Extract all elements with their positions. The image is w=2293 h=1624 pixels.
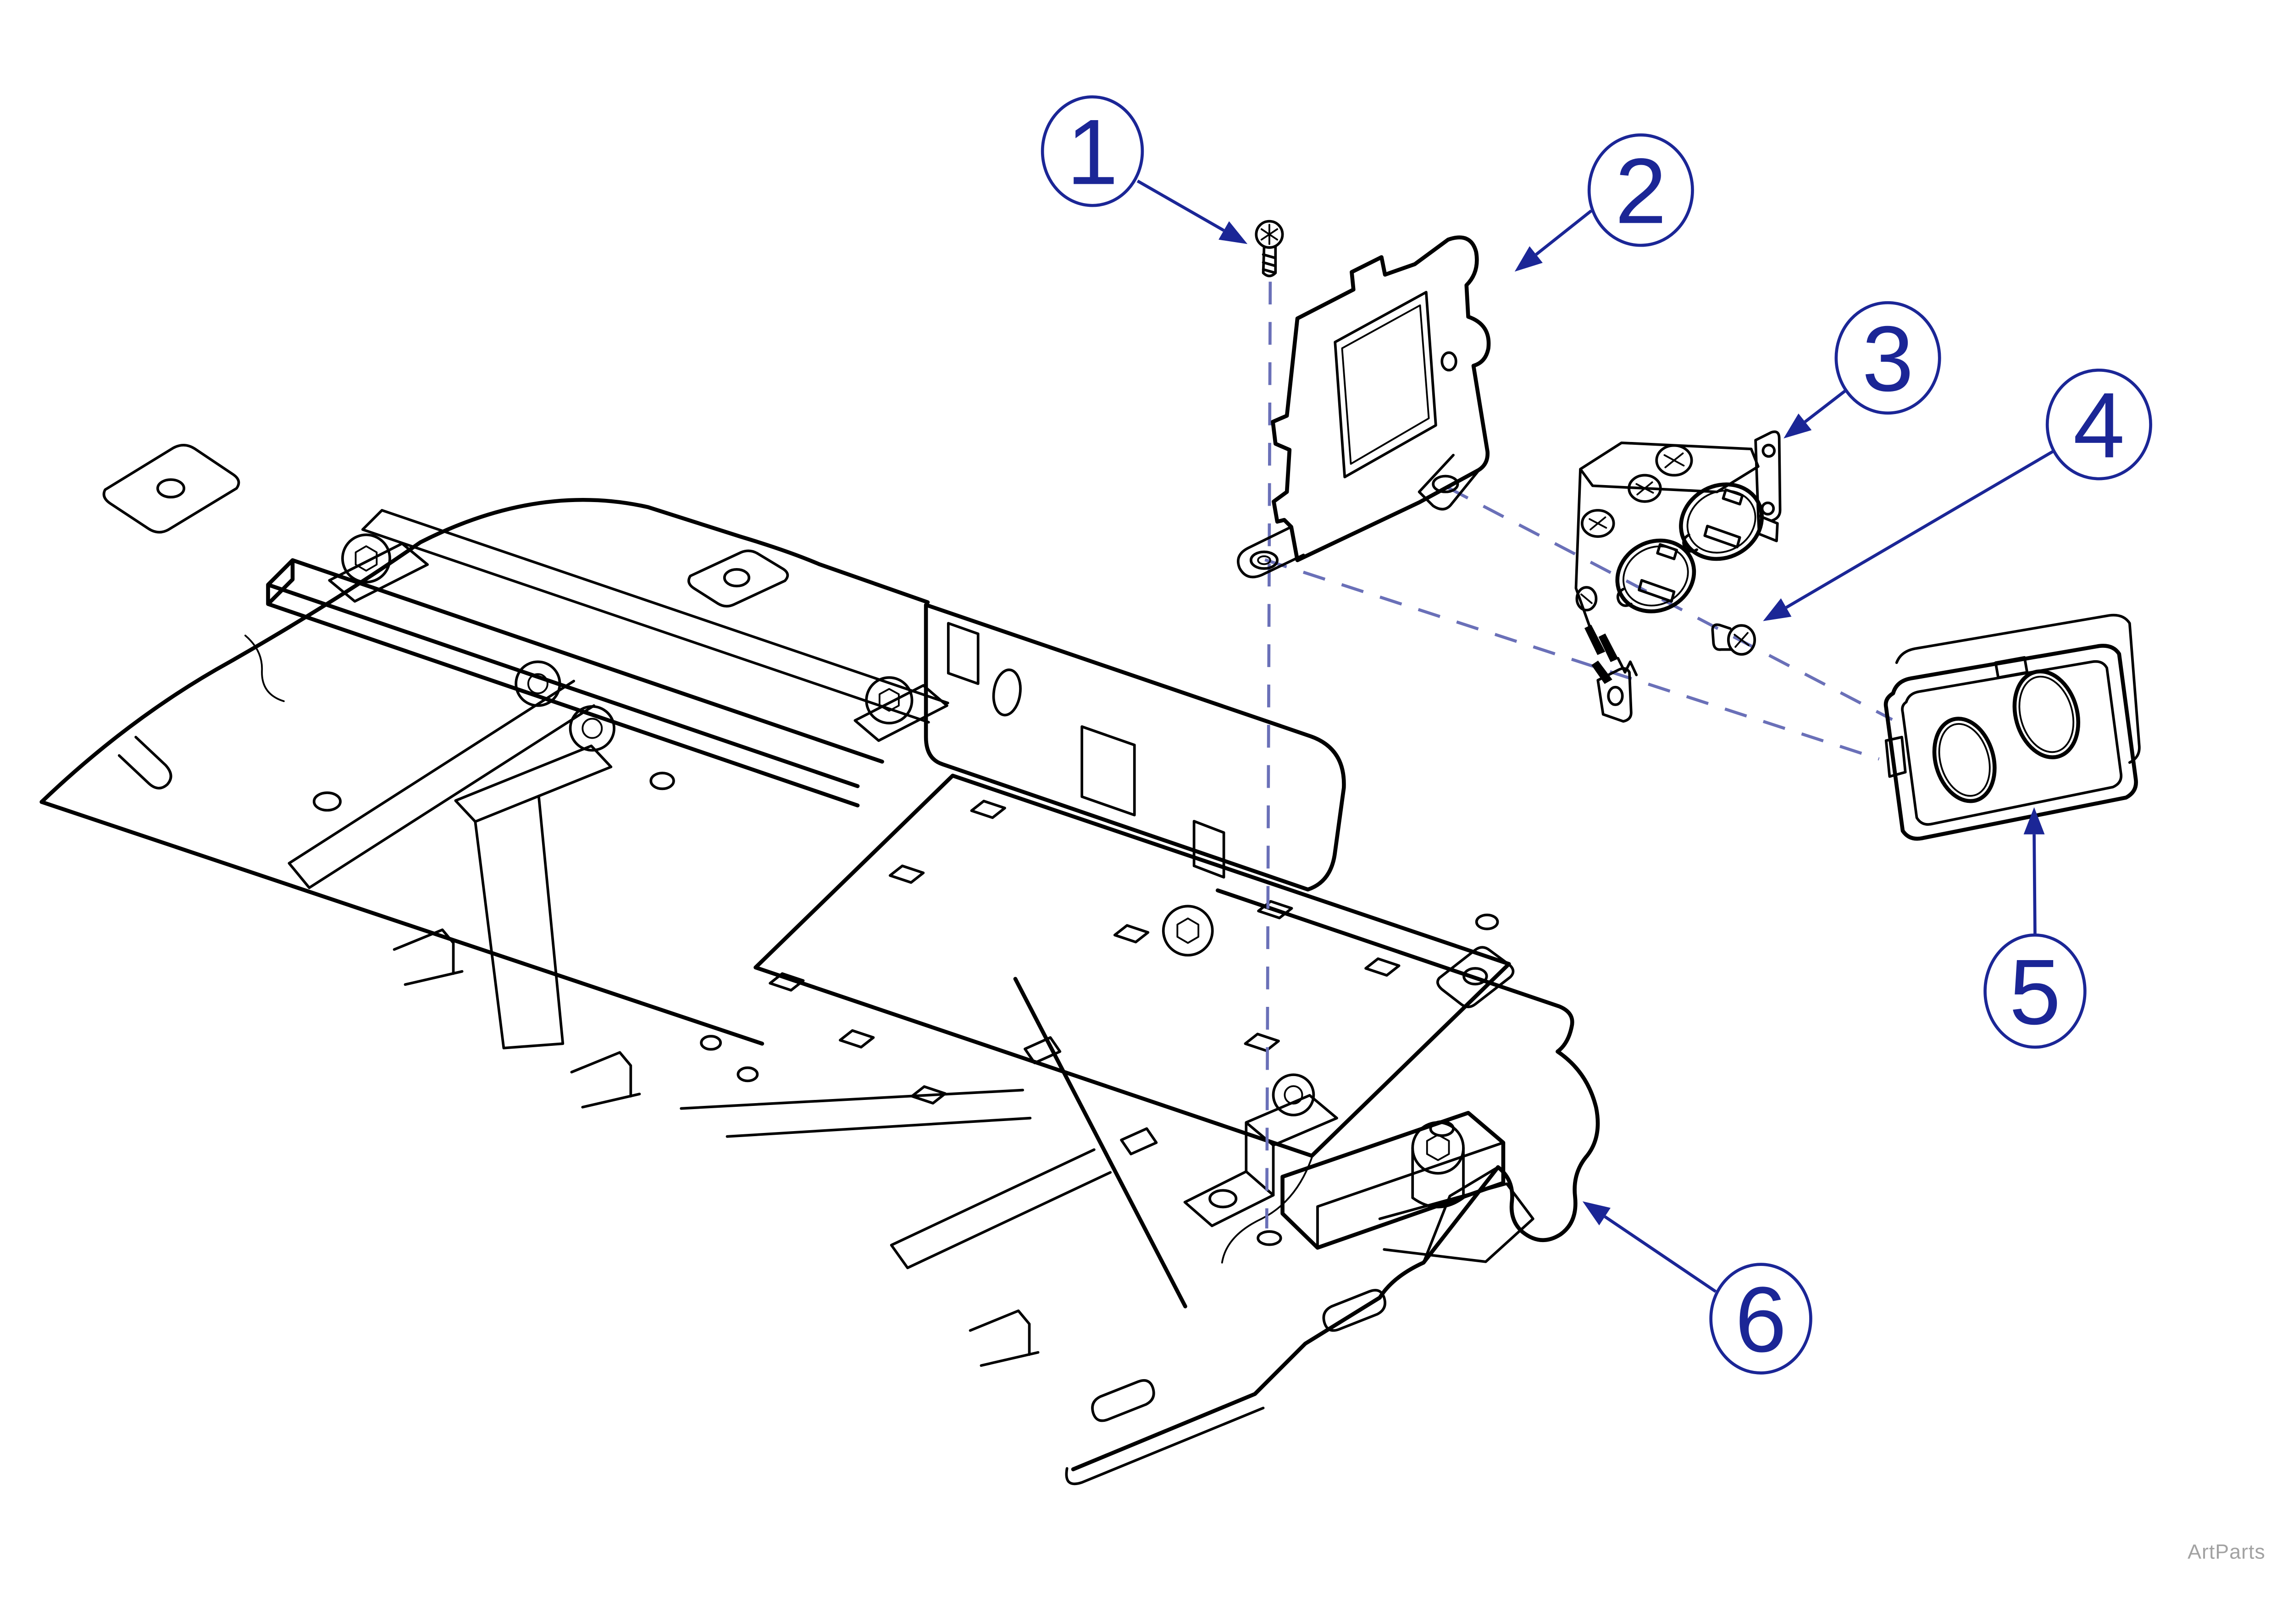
chassis-screw-hole [1257,1230,1282,1246]
callout-4: 4 [2045,368,2152,481]
artparts-watermark: ArtParts [2188,1540,2265,1563]
callout-2-leader-arrow [1514,210,1592,272]
callout-5-leader-arrow [2023,807,2045,935]
callout-2: 2 [1587,133,1694,247]
callout-3-number: 3 [1862,307,1914,410]
callout-1-number: 1 [1067,100,1119,204]
callout-3: 3 [1834,301,1941,415]
callouts: 1 2 3 4 5 6 [1041,95,2152,1375]
callout-5-number: 5 [2009,940,2061,1044]
callout-6: 6 [1709,1263,1812,1375]
alignment-dashed-lines [1257,282,1893,1246]
callout-4-bubble [2045,368,2152,481]
part-5-cover-plate [1883,613,2141,841]
callout-1: 1 [1041,95,1144,207]
callout-5-bubble [1983,934,2087,1049]
callout-4-number: 4 [2073,373,2125,477]
part-1-screw [1255,220,1284,277]
callout-3-leader-arrow [1783,389,1846,439]
platform-punch-holes [769,800,1401,1105]
chassis-assembly [39,443,1600,1486]
callout-6-number: 6 [1735,1268,1787,1371]
callout-1-leader-arrow [1136,179,1248,244]
callout-2-number: 2 [1615,139,1667,243]
upper-diagonal-dashed-line [1447,486,1893,721]
callout-6-bubble [1709,1263,1812,1375]
part-3-duplex-receptacle [1574,430,1782,723]
part-4-small-screw [1711,623,1756,656]
callout-1-bubble [1041,95,1144,207]
part-2-mounting-bracket [1236,235,1491,579]
callout-4-leader-arrow [1763,450,2055,621]
callout-2-bubble [1587,133,1694,247]
callout-6-leader-arrow [1582,1201,1717,1293]
lower-diagonal-dashed-line [1264,558,1880,761]
callout-5: 5 [1983,934,2087,1049]
callout-3-bubble [1834,301,1941,415]
screw-axis-dashed-line [1265,282,1272,1229]
